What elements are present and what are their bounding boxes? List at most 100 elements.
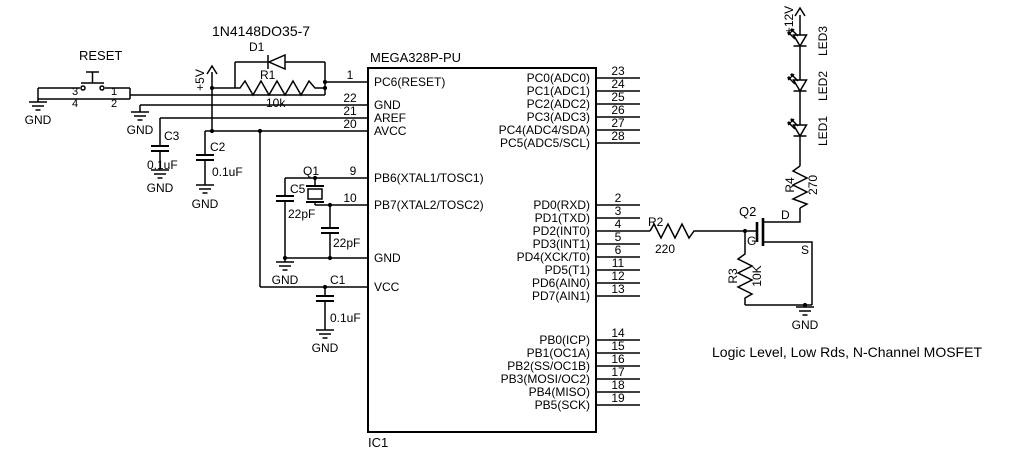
ground-symbol	[195, 184, 215, 194]
led1-label: LED1	[816, 116, 830, 146]
ic-right-pin-number: 2	[615, 191, 622, 205]
ground-label: GND	[272, 273, 299, 287]
led2-symbol	[787, 73, 808, 92]
ic-right-pin-label: PC1(ADC1)	[527, 84, 590, 98]
switch-pin1-number: 1	[111, 86, 117, 98]
c4-value: 22pF	[333, 236, 360, 250]
q2-drain-label: D	[781, 208, 790, 222]
ic-right-pin-number: 18	[611, 378, 625, 392]
r4-value: 270	[806, 175, 820, 195]
ic-right-pin-number: 12	[611, 269, 625, 283]
ic-right-pin-label: PD4(XCK/T0)	[517, 250, 590, 264]
ground-label: GND	[25, 113, 52, 127]
resistor-r2: R2 220	[648, 215, 757, 256]
crystal-q1: Q1	[303, 164, 324, 205]
ic-right-pin-label: PC4(ADC4/SDA)	[499, 123, 590, 137]
ic-right-pin-label: PC0(ADC0)	[527, 71, 590, 85]
diode-d1: 1N4148DO35-7 D1	[212, 23, 325, 71]
resistor-r4: R4 270	[783, 165, 820, 209]
ic-right-pin-label: PC5(ADC5/SCL)	[500, 136, 590, 150]
ic-right-pin-number: 25	[611, 90, 625, 104]
ic-right-pin-label: PB4(MISO)	[529, 385, 590, 399]
r1-value: 10k	[266, 96, 286, 110]
ic-right-pin-number: 14	[611, 326, 625, 340]
ground-symbol	[795, 306, 815, 316]
ic-left-pin-label: GND	[374, 98, 401, 112]
ic-left-pin-number: 1	[347, 68, 354, 82]
power-5v: +5V	[193, 65, 218, 91]
ic-mega328: MEGA328P-PU IC1 PC6(RESET) GND AREF AVCC…	[343, 50, 625, 450]
c5-value: 22pF	[288, 207, 315, 221]
switch-pin4-number: 4	[72, 98, 78, 110]
ic-right-pin-label: PC2(ADC2)	[527, 97, 590, 111]
ic-right-pin-number: 6	[615, 243, 622, 257]
switch-pin3-number: 3	[72, 86, 78, 98]
ic-left-pin-label: PB6(XTAL1/TOSC1)	[374, 171, 484, 185]
ic-left-pin-number: 21	[343, 104, 357, 118]
led3-label: LED3	[816, 26, 830, 56]
q2-designator: Q2	[739, 204, 756, 219]
cap-c3: C3 0.1uF GND	[147, 118, 180, 195]
ground-label: GND	[147, 181, 174, 195]
r2-designator: R2	[648, 215, 664, 229]
ic-right-pin-number: 19	[611, 391, 625, 405]
q2-source-label: S	[801, 243, 809, 257]
c1-value: 0.1uF	[330, 311, 361, 325]
q2-gate-label: G	[747, 234, 756, 248]
junction-dots	[209, 79, 808, 308]
ic-right-pin-label: PD7(AIN1)	[532, 289, 590, 303]
ic-right-pin-number: 28	[611, 129, 625, 143]
ic-designator: IC1	[368, 435, 388, 450]
ic-right-pin-label: PD2(INT0)	[533, 224, 590, 238]
r1-designator: R1	[260, 68, 276, 82]
ic-left-pin-label: PB7(XTAL2/TOSC2)	[374, 198, 484, 212]
power-arrow-icon	[794, 7, 806, 17]
ic-right-pin-label: PD5(T1)	[545, 263, 590, 277]
ic-right-pin-number: 15	[611, 339, 625, 353]
ic-right-pin-number: 5	[615, 230, 622, 244]
ground-symbol	[130, 111, 150, 121]
ic-right-pin-number: 26	[611, 103, 625, 117]
ic-right-pin-number: 17	[611, 365, 625, 379]
ground-label: GND	[312, 341, 339, 355]
ground-label: GND	[792, 318, 819, 332]
ic-left-pin-number: 22	[343, 91, 357, 105]
led2-label: LED2	[816, 71, 830, 101]
ic-right-pin-label: PC3(ADC3)	[527, 110, 590, 124]
ic-left-pin-number: 9	[350, 164, 357, 178]
diode-part-label: 1N4148DO35-7	[212, 23, 310, 39]
cap-c1: C1 0.1uF GND	[312, 273, 361, 355]
ic-left-pin-label: PC6(RESET)	[374, 75, 445, 89]
ic-title: MEGA328P-PU	[370, 50, 461, 65]
diode-designator: D1	[249, 40, 265, 54]
ic-left-pin-label: VCC	[374, 280, 400, 294]
ic-left-pin-label: GND	[374, 251, 401, 265]
power-5v-label: +5V	[193, 69, 207, 91]
r2-value: 220	[655, 242, 675, 256]
mosfet-q2: Q2 G D S GND	[739, 204, 819, 332]
ic-right-pin-number: 3	[615, 204, 622, 218]
ic-right-pin-label: PB3(MOSI/OC2)	[501, 372, 590, 386]
ground-symbol	[275, 261, 295, 271]
note-text: Logic Level, Low Rds, N-Channel MOSFET	[712, 344, 982, 360]
led1-symbol	[787, 118, 808, 137]
c2-value: 0.1uF	[212, 165, 243, 179]
ic-left-pin-number: 20	[343, 117, 357, 131]
ic-right-pin-number: 13	[611, 282, 625, 296]
cap-c5: C5 22pF	[276, 178, 315, 258]
ground-label: GND	[127, 123, 154, 137]
ic-right-pin-number: 16	[611, 352, 625, 366]
ic-right-pin-label: PD1(TXD)	[535, 211, 590, 225]
r3-designator: R3	[726, 268, 740, 284]
cap-c2: C2 0.1uF GND	[192, 131, 243, 211]
ic-left-pin-label: AREF	[374, 111, 406, 125]
c3-value: 0.1uF	[147, 158, 178, 172]
reset-switch: RESET 3 4 1 2 GND	[25, 48, 123, 127]
q1-designator: Q1	[303, 164, 319, 178]
gnd-crystal-rail: GND	[272, 261, 299, 287]
reset-switch-label: RESET	[79, 48, 122, 63]
ground-symbol	[28, 101, 48, 111]
ic-right-pin-label: PD6(AIN0)	[532, 276, 590, 290]
c5-designator: C5	[290, 182, 306, 196]
